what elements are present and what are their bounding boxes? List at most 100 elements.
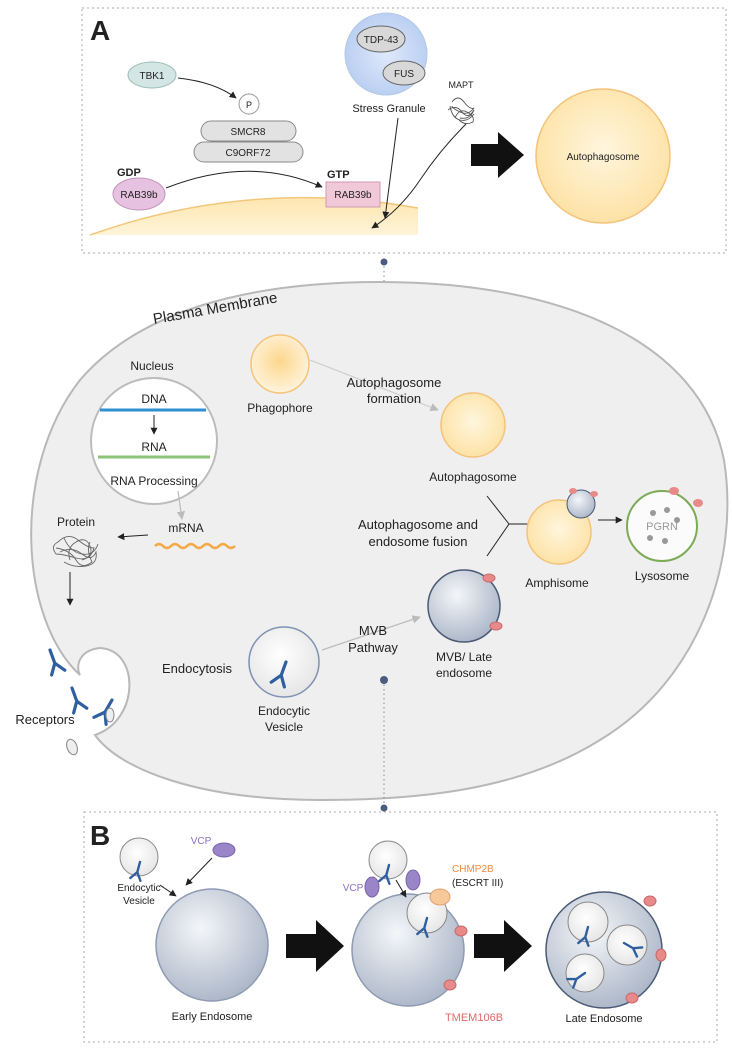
vcp-node — [212, 842, 236, 858]
stress-granule-arrow — [382, 117, 399, 219]
autophagosome-label: Autophagosome — [429, 470, 517, 484]
autophagosome-formation-label-1: Autophagosome — [347, 375, 442, 390]
connector-dot — [380, 258, 388, 266]
protein-label: Protein — [57, 515, 95, 529]
rna-processing-label: RNA Processing — [110, 474, 197, 488]
c9orf72-label: C9ORF72 — [225, 148, 270, 159]
intraluminal-vesicle — [567, 901, 609, 943]
fusion-label-2: endosome fusion — [368, 534, 467, 549]
autophagosome-a — [535, 88, 671, 224]
rab39b-gdp-node — [112, 177, 166, 211]
mvb-pathway-label-1: MVB — [359, 623, 387, 638]
phagophore — [250, 334, 310, 394]
fus-node — [382, 60, 426, 86]
rab39b-gdp-label: RAB39b — [120, 190, 158, 201]
autophagosome-formation-label-2: formation — [367, 391, 421, 406]
progress-arrow-2 — [474, 920, 532, 972]
tmem106b-marker — [625, 992, 639, 1004]
vesicle-arrow — [159, 884, 177, 897]
gtp-label: GTP — [327, 169, 350, 181]
tmem106b-marker — [454, 925, 468, 937]
panel-a: A TBK1 P SMCR8 C9ORF72 GDP RAB39b GTP RA… — [81, 7, 727, 254]
endocytic-vesicle-b-label-1: Endocytic — [117, 883, 160, 894]
mvb-pathway-arrow — [321, 615, 421, 651]
tmem106b-marker — [590, 491, 598, 497]
chmp2b-label: CHMP2B — [452, 864, 494, 875]
ligand — [66, 738, 78, 756]
tmem106b-marker — [655, 948, 667, 962]
mvb-label-2: endosome — [436, 666, 492, 680]
endocytic-vesicle-label-2: Vesicle — [265, 720, 303, 734]
tdp43-label: TDP-43 — [364, 35, 399, 46]
mapt-label: MAPT — [448, 80, 474, 90]
panel-a-label: A — [90, 15, 110, 46]
tbk1-arrow — [177, 77, 237, 99]
fusion-bracket — [486, 495, 530, 557]
panel-a-frame — [81, 7, 727, 254]
lysosome — [626, 490, 698, 562]
mvb-label-1: MVB/ Late — [436, 650, 492, 664]
tmem106b-marker — [693, 499, 703, 507]
autophagosome — [440, 392, 506, 458]
amphisome-label: Amphisome — [525, 576, 589, 590]
pgrn-dot — [650, 510, 656, 516]
panel-b: B Endocytic Vesicle VCP Early Endosome V… — [83, 811, 718, 1043]
rna-label: RNA — [141, 440, 166, 454]
tmem106b-label: TMEM106B — [445, 1012, 503, 1024]
tmem106b-marker — [569, 488, 577, 494]
gdp-gtp-arrow — [165, 170, 323, 189]
mrna-protein-arrow — [117, 533, 149, 541]
fus-label: FUS — [394, 69, 414, 80]
autophagosome-a-label: Autophagosome — [567, 152, 640, 163]
tbk1-node — [127, 61, 177, 89]
to-autophagosome-arrow — [471, 132, 524, 178]
tmem106b-marker — [482, 573, 496, 583]
rab39b-gtp-node — [325, 181, 381, 208]
vcp-label-2: VCP — [343, 883, 364, 894]
mapt-tangle — [447, 97, 475, 125]
pgrn-dot — [647, 535, 653, 541]
mvb-pathway-label-2: Pathway — [348, 640, 398, 655]
gdp-label: GDP — [117, 167, 141, 179]
connector-dot — [380, 676, 388, 684]
pgrn-label: PGRN — [646, 521, 678, 533]
mrna-label: mRNA — [168, 521, 203, 535]
early-endosome — [155, 888, 269, 1002]
panel-b-label: B — [90, 820, 110, 851]
connector-dot — [380, 804, 388, 812]
tdp43-node — [356, 25, 406, 53]
panel-b-frame — [83, 811, 718, 1043]
nucleus-label: Nucleus — [130, 359, 173, 373]
tmem106b-marker — [443, 979, 457, 991]
pgrn-dot — [664, 507, 670, 513]
tmem106b-marker — [669, 487, 679, 495]
budding-arrow — [395, 879, 407, 898]
smcr8-node — [200, 120, 297, 142]
cell: Plasma Membrane Nucleus DNA RNA RNA Proc… — [15, 280, 729, 802]
fusion-label-1: Autophagosome and — [358, 517, 478, 532]
pgrn-dot — [662, 538, 668, 544]
mrna-strand — [154, 542, 236, 550]
vcp-node — [364, 876, 380, 898]
amphisome-endosome — [566, 489, 596, 519]
receptor — [92, 694, 120, 726]
endocytic-vesicle — [248, 626, 320, 698]
phagophore-label: Phagophore — [247, 401, 313, 415]
late-endosome-label: Late Endosome — [565, 1013, 642, 1025]
receptors-label: Receptors — [15, 712, 75, 727]
stress-granule-label: Stress Granule — [352, 103, 425, 115]
rab39b-gtp-label: RAB39b — [334, 190, 372, 201]
early-endosome-label: Early Endosome — [172, 1011, 253, 1023]
tmem106b-marker — [489, 621, 503, 631]
phosphate-node — [238, 93, 260, 115]
mapt-arrow — [371, 123, 467, 229]
escrt-label: (ESCRT III) — [452, 878, 503, 889]
vcp-node — [405, 869, 421, 891]
ligand — [105, 707, 115, 723]
protein-tangle — [53, 536, 99, 567]
c9orf72-node — [193, 141, 304, 163]
progress-arrow-1 — [286, 920, 344, 972]
tmem106b-marker — [643, 895, 657, 907]
mvb-late-endosome — [427, 569, 501, 643]
